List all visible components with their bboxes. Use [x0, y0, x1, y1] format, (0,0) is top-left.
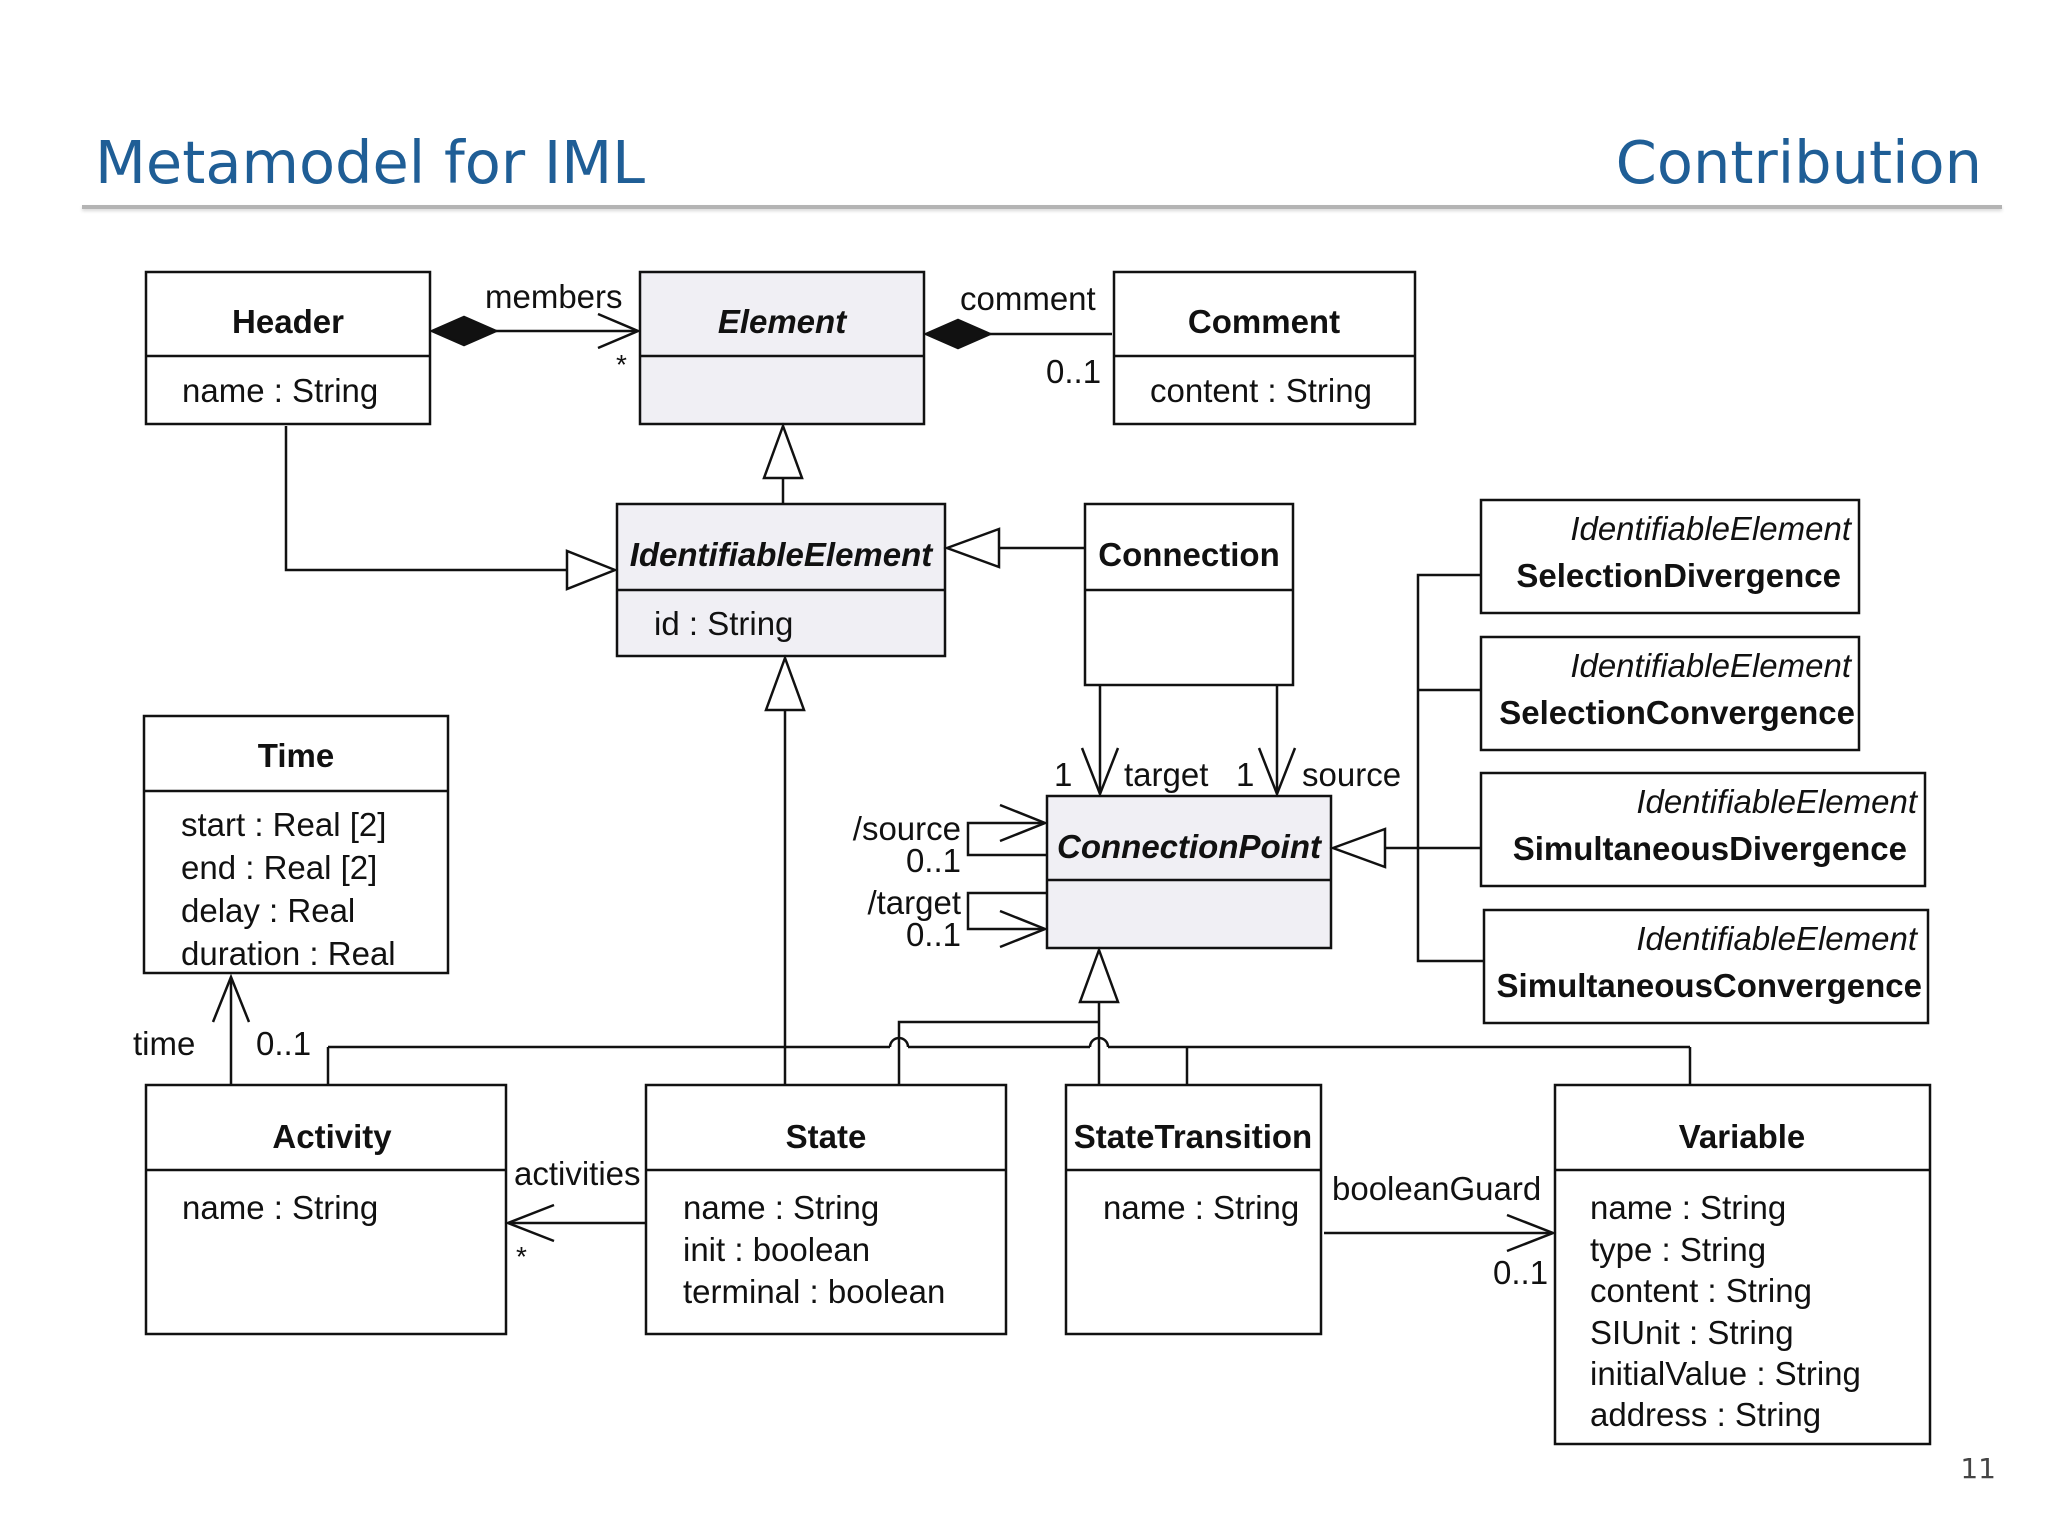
multiplicity-derived-target: 0..1: [906, 916, 961, 953]
class-state-transition[interactable]: [1064, 1083, 1323, 1336]
stereotype-simultaneous-convergence: IdentifiableElement: [1636, 920, 1919, 957]
class-activity[interactable]: [144, 1083, 508, 1336]
attribute-text: name : String: [683, 1189, 879, 1226]
multiplicity-boolean-guard: 0..1: [1493, 1254, 1548, 1291]
association-boolean-guard: [1324, 1213, 1557, 1253]
generalization-split-join: [1329, 573, 1484, 963]
page-number: 11: [1960, 1452, 1996, 1485]
title-divider: [82, 205, 2002, 209]
association-members: [428, 312, 642, 350]
class-simultaneous-divergence[interactable]: [1479, 771, 1927, 888]
class-connection[interactable]: [1083, 502, 1295, 687]
attribute-text: content : String: [1150, 372, 1372, 409]
generalization-connection: [943, 527, 1085, 569]
association-target: [1080, 685, 1120, 798]
role-derived-source: /source: [853, 810, 961, 847]
class-name-comment: Comment: [1188, 303, 1340, 340]
class-name-variable: Variable: [1679, 1118, 1806, 1155]
attribute-text: delay : Real: [181, 892, 355, 929]
multiplicity-derived-source: 0..1: [906, 842, 961, 879]
generalization-state-to-identifiable: [764, 654, 806, 1085]
association-comment: [922, 318, 1112, 350]
attribute-text: id : String: [654, 605, 793, 642]
attribute-text: end : Real [2]: [181, 849, 377, 886]
attribute-text: start : Real [2]: [181, 806, 386, 843]
association-derived-source: [966, 803, 1049, 857]
class-name-identifiable-element: IdentifiableElement: [630, 536, 935, 573]
role-comment: comment: [960, 280, 1096, 317]
role-time: time: [133, 1025, 195, 1062]
class-name-state-transition: StateTransition: [1074, 1118, 1312, 1155]
generalization-identifiable-to-element: [762, 422, 804, 504]
attribute-text: SIUnit : String: [1590, 1314, 1794, 1351]
multiplicity-target: 1: [1054, 756, 1072, 793]
stereotype-selection-convergence: IdentifiableElement: [1570, 647, 1853, 684]
class-name-element: Element: [718, 303, 848, 340]
association-source: [1257, 685, 1297, 798]
class-element[interactable]: [638, 270, 926, 426]
class-connection-point[interactable]: [1045, 794, 1333, 950]
multiplicity-source: 1: [1236, 756, 1254, 793]
class-variable[interactable]: [1553, 1083, 1932, 1446]
role-derived-target: /target: [867, 884, 961, 921]
role-boolean-guard: booleanGuard: [1332, 1170, 1541, 1207]
attribute-text: name : String: [1590, 1189, 1786, 1226]
class-comment[interactable]: [1112, 270, 1417, 426]
class-name-activity: Activity: [272, 1118, 392, 1155]
class-selection-divergence[interactable]: [1479, 498, 1861, 615]
attribute-text: name : String: [182, 372, 378, 409]
association-time: [211, 973, 251, 1085]
class-name-header: Header: [232, 303, 344, 340]
multiplicity-comment: 0..1: [1046, 353, 1101, 390]
attribute-text: init : boolean: [683, 1231, 870, 1268]
association-activities: [504, 1203, 646, 1243]
class-state[interactable]: [644, 1083, 1008, 1336]
attribute-text: name : String: [182, 1189, 378, 1226]
class-name-connection-point: ConnectionPoint: [1057, 828, 1323, 865]
attribute-text: address : String: [1590, 1396, 1821, 1433]
role-activities: activities: [514, 1155, 641, 1192]
attribute-text: initialValue : String: [1590, 1355, 1861, 1392]
attribute-text: content : String: [1590, 1272, 1812, 1309]
class-name-simultaneous-convergence: SimultaneousConvergence: [1497, 967, 1922, 1004]
role-members: members: [485, 278, 623, 315]
stereotype-selection-divergence: IdentifiableElement: [1570, 510, 1853, 547]
class-name-state: State: [786, 1118, 867, 1155]
multiplicity-members: *: [616, 349, 627, 380]
attribute-text: type : String: [1590, 1231, 1766, 1268]
class-name-time: Time: [258, 737, 334, 774]
association-derived-target: [966, 891, 1049, 949]
class-name-connection: Connection: [1098, 536, 1279, 573]
slide-title: Metamodel for IML: [95, 128, 646, 197]
class-simultaneous-convergence[interactable]: [1482, 908, 1930, 1025]
section-label: Contribution: [1615, 128, 1982, 197]
class-header[interactable]: [144, 270, 432, 426]
generalization-bus-identifiable: [326, 1036, 1692, 1085]
class-name-simultaneous-divergence: SimultaneousDivergence: [1513, 830, 1907, 867]
class-time[interactable]: [142, 714, 450, 975]
class-name-selection-divergence: SelectionDivergence: [1516, 557, 1841, 594]
multiplicity-time: 0..1: [256, 1025, 311, 1062]
generalization-to-connection-point: [897, 946, 1120, 1085]
attribute-text: name : String: [1103, 1189, 1299, 1226]
role-source: source: [1302, 756, 1401, 793]
multiplicity-activities: *: [516, 1241, 527, 1272]
class-selection-convergence[interactable]: [1479, 635, 1861, 752]
generalization-header: [284, 426, 619, 591]
attribute-text: terminal : boolean: [683, 1273, 945, 1310]
stereotype-simultaneous-divergence: IdentifiableElement: [1636, 783, 1919, 820]
attribute-text: duration : Real: [181, 935, 396, 972]
role-target: target: [1124, 756, 1208, 793]
class-name-selection-convergence: SelectionConvergence: [1499, 694, 1855, 731]
class-identifiable-element[interactable]: [615, 502, 947, 658]
